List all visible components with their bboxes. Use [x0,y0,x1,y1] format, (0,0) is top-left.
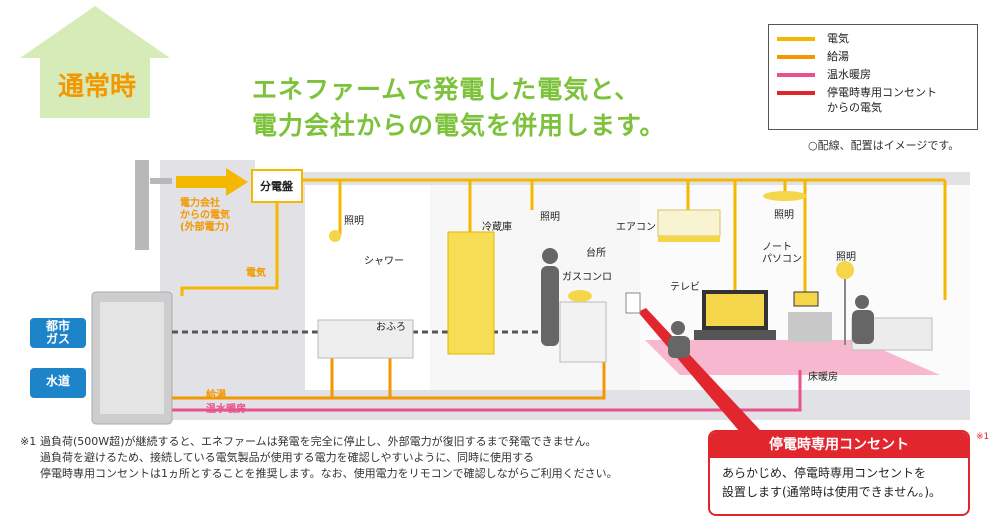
headline-line-2: 電力会社からの電気を併用します。 [252,111,666,140]
enefarm-panel [100,302,164,414]
gas-line [172,302,582,334]
emergency-outlet-callout: 停電時専用コンセント あらかじめ、停電時専用コンセントを 設置します(通常時は使… [708,430,970,516]
bathroom-area [305,185,430,390]
aircon-label: エアコン [616,222,656,233]
callout-footnote-mark: ※1 [976,432,990,442]
legend-box: 電気 給湯 温水暖房 停電時専用コンセント からの電気 [768,24,978,130]
legend-label-electric: 電気 [827,32,849,45]
callout-title: 停電時専用コンセント [710,432,968,458]
grid-power-arrowhead [226,168,248,196]
electric-side-label: 電気 [246,268,266,279]
legend-label-heating: 温水暖房 [827,68,871,81]
water-badge: 水道 [30,368,86,398]
gas-stove-label: ガスコンロ [562,272,612,283]
legend-item-heating: 温水暖房 [777,67,969,85]
legend-swatch-hotwater [777,55,815,59]
person-sofa-body [852,310,874,344]
electric-line-main [180,202,279,296]
pole-crossbar [150,178,172,184]
callout-pointer [638,308,760,432]
footnote-mark: ※1 [20,435,37,448]
laptop-label: ノート パソコン [762,242,802,265]
kitchen-label: 台所 [586,248,606,259]
person-kitchen-body [541,266,559,346]
city-gas-label: 都市 ガス [45,319,70,346]
kitchen-counter [559,301,607,363]
person-child-head [671,321,685,335]
emergency-outlet [625,292,641,314]
legend-item-emergency: 停電時専用コンセント からの電気 [777,85,969,119]
footnote: ※1 過負荷(500W超)が継続すると、エネファームは発電を完全に停止し、外部電… [20,434,618,482]
floor-lamp-head [836,261,854,279]
floor-heating-label: 床暖房 [808,372,838,383]
bath-light [329,230,341,242]
aircon-unit [657,209,721,237]
tv-stand [694,330,776,340]
tv-label: テレビ [670,282,700,293]
grid-power-arrow [176,176,228,188]
fridge [447,231,495,355]
floor-lamp-label: 照明 [836,252,856,263]
callout-body: あらかじめ、停電時専用コンセントを 設置します(通常時は使用できません。)。 [722,466,942,499]
heating-label: 温水暖房 [206,404,246,415]
side-table [788,312,832,342]
person-sofa-head [855,295,869,309]
person-child-body [668,336,690,358]
bath-label: おふろ [376,322,406,333]
legend-item-hotwater: 給湯 [777,49,969,67]
utility-pole [135,160,149,250]
hot-water-label: 給湯 [206,390,226,401]
laptop [793,291,819,307]
heating-line [172,370,802,412]
bath-light-label: 照明 [344,216,364,227]
aircon-glow [658,236,720,242]
house-arrow-shape [20,6,170,118]
bathtub [317,319,414,359]
fridge-label: 冷蔵庫 [482,222,512,233]
kitchen-light-label: 照明 [540,212,560,223]
grid-power-label: 電力会社 からの電気 (外部電力) [180,198,230,233]
ceiling-light-label: 照明 [774,210,794,221]
mode-label: 通常時 [58,72,137,102]
legend-item-electric: 電気 [777,31,969,49]
distribution-panel-label: 分電盤 [260,180,293,193]
water-label: 水道 [45,374,70,388]
ceiling-light [763,191,807,201]
legend-swatch-heating [777,73,815,77]
tv-screen [706,294,764,326]
legend-label-hotwater: 給湯 [827,50,849,63]
shower-label: シャワー [364,256,404,267]
headline-line-1: エネファームで発電した電気と、 [252,75,641,104]
image-note: ○配線、配置はイメージです。 [808,139,960,152]
legend-swatch-emergency [777,91,815,95]
footnote-text: 過負荷(500W超)が継続すると、エネファームは発電を完全に停止し、外部電力が復… [40,435,618,480]
legend-swatch-electric [777,37,815,41]
city-gas-badge: 都市 ガス [30,318,86,348]
gas-stove-flame [568,290,592,302]
person-kitchen-head [542,248,558,264]
legend-label-emergency: 停電時専用コンセント からの電気 [827,86,937,114]
